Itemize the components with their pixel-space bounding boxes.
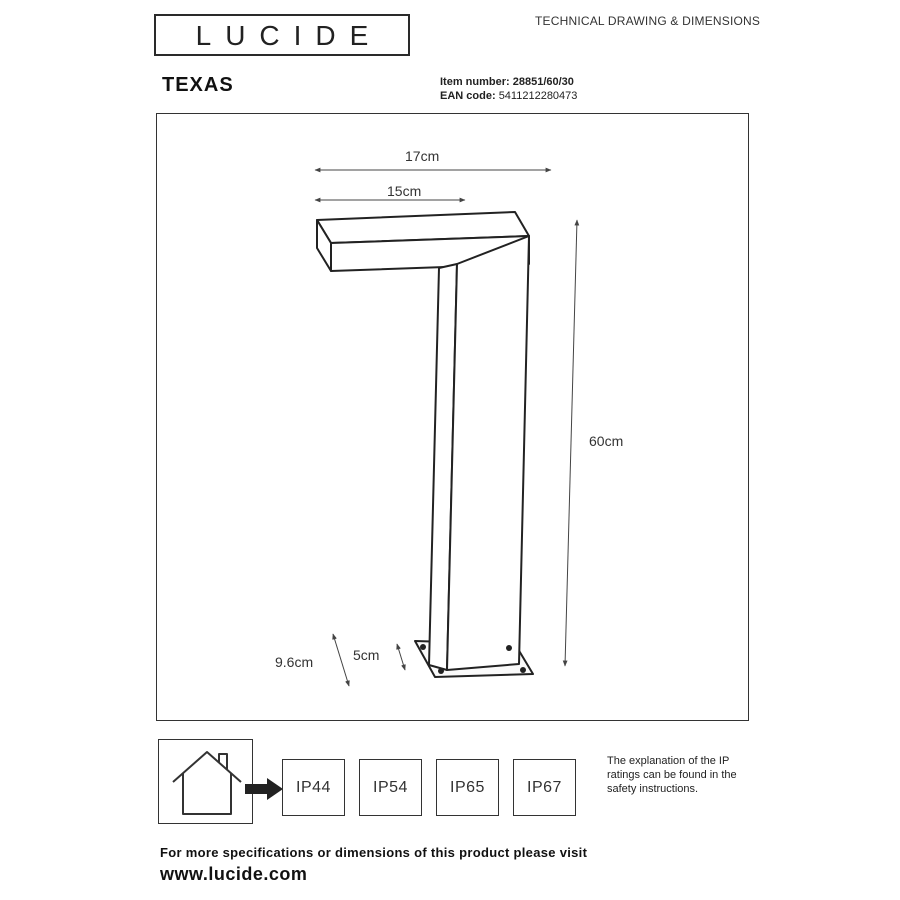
ip-rating-0: IP44 <box>282 759 345 816</box>
item-number-value: 28851/60/30 <box>512 76 574 88</box>
ean-row: EAN code: 5411212280473 <box>440 90 577 102</box>
item-number-row: Item number: 28851/60/30 <box>440 76 574 88</box>
brand-logo: LUCIDE <box>154 14 410 56</box>
dim-line-post-width <box>396 643 406 671</box>
section-title: TECHNICAL DRAWING & DIMENSIONS <box>535 14 761 28</box>
ip-rating-2: IP65 <box>436 759 499 816</box>
logo-text: LUCIDE <box>195 20 383 51</box>
item-number-label: Item number: <box>440 76 510 88</box>
label-height: 60cm <box>589 433 623 449</box>
bollard-body <box>316 211 534 678</box>
house-icon <box>172 751 242 815</box>
ean-label: EAN code: <box>440 90 496 102</box>
arrow-right-icon <box>245 778 283 800</box>
ip-rating-3: IP67 <box>513 759 576 816</box>
dim-line-height <box>562 219 580 667</box>
ip-rating-1: IP54 <box>359 759 422 816</box>
dim-line-base-depth <box>332 633 350 687</box>
product-name: TEXAS <box>162 74 234 96</box>
footer-more-info: For more specifications or dimensions of… <box>160 845 588 860</box>
label-base-depth: 9.6cm <box>275 654 313 670</box>
footer-url-link[interactable]: www.lucide.com <box>160 864 308 884</box>
technical-drawing: 17cm 15cm 60cm 9.6cm 5cm <box>156 113 749 721</box>
bollard-drawing-svg: 17cm 15cm 60cm 9.6cm 5cm <box>275 148 623 687</box>
label-post-width: 5cm <box>353 647 379 663</box>
post-front <box>446 235 530 671</box>
ip-explanation-note: The explanation of the IP ratings can be… <box>607 755 737 795</box>
indoor-outdoor-box <box>158 739 253 824</box>
ean-value: 5411212280473 <box>498 90 578 102</box>
base-bolts <box>420 644 526 674</box>
label-arm-width: 15cm <box>387 183 421 199</box>
label-overall-width: 17cm <box>405 148 439 164</box>
